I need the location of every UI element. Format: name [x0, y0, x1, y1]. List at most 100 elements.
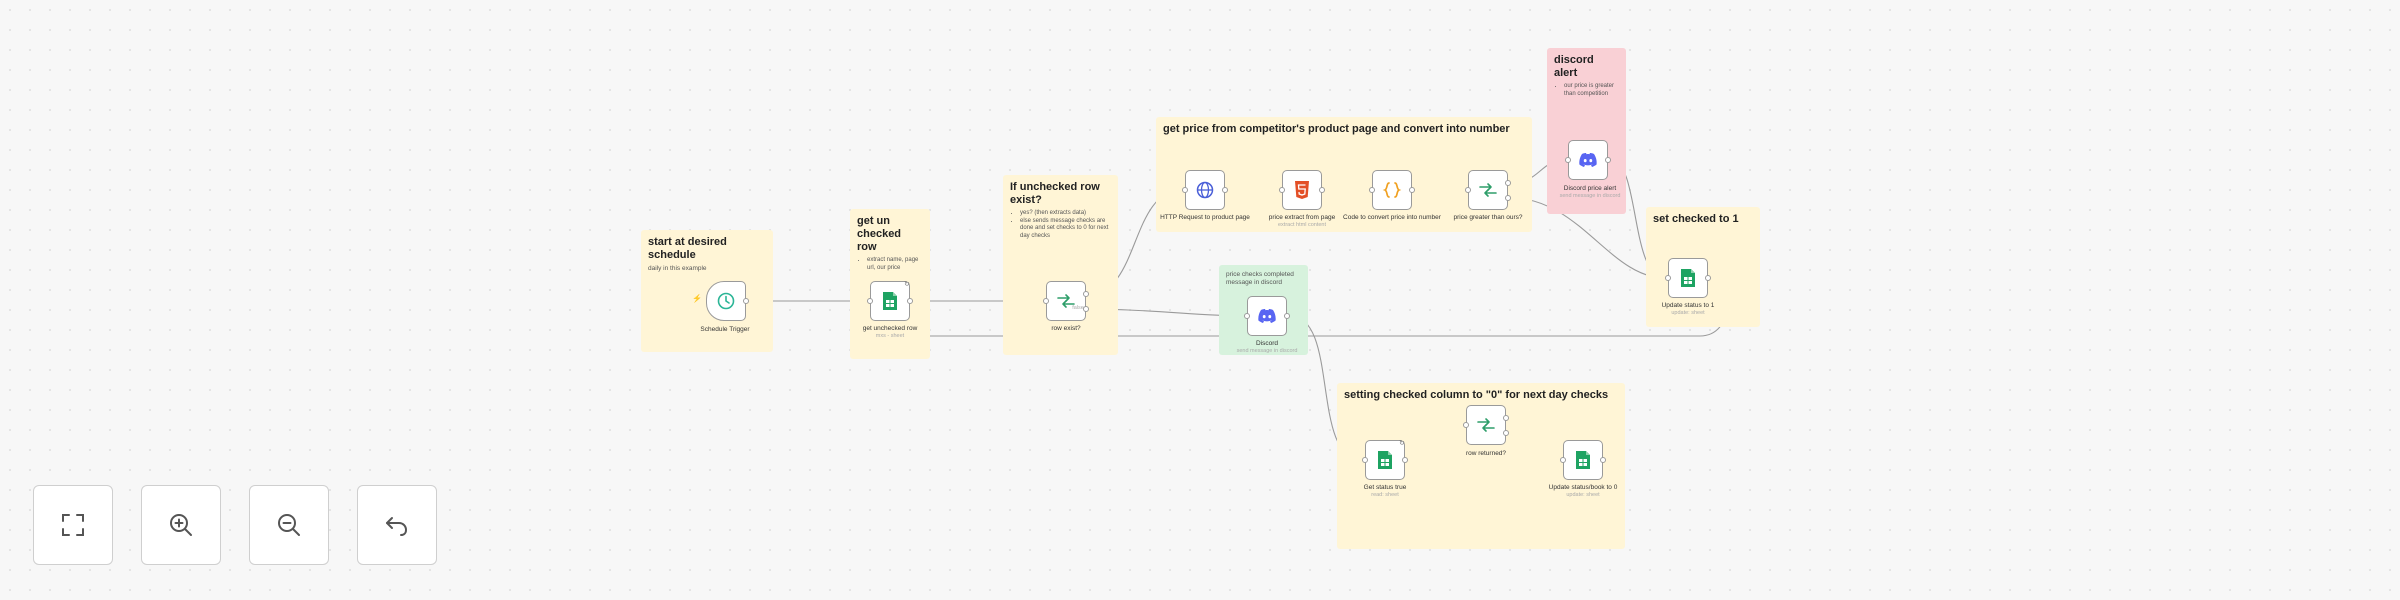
- node-label: row returned?: [1465, 450, 1507, 457]
- node-schedule-trigger[interactable]: [706, 281, 749, 321]
- input-port[interactable]: [1565, 157, 1571, 163]
- reset-zoom-button[interactable]: [357, 485, 437, 565]
- false-output-port[interactable]: [1503, 430, 1509, 436]
- code-braces-icon: [1382, 182, 1402, 198]
- output-port[interactable]: [1600, 457, 1606, 463]
- sticky-bullet: else sends message checks are done and s…: [1020, 218, 1111, 241]
- google-sheets-icon: [883, 292, 897, 310]
- true-output-port[interactable]: [1505, 180, 1511, 186]
- node-row-returned[interactable]: [1463, 405, 1509, 445]
- output-port[interactable]: [1319, 187, 1325, 193]
- google-sheets-icon: [1378, 451, 1392, 469]
- sticky-subtitle: price checks completed message in discor…: [1226, 271, 1294, 286]
- input-port[interactable]: [1465, 187, 1471, 193]
- globe-icon: [1196, 181, 1214, 199]
- input-port[interactable]: [1362, 457, 1368, 463]
- input-port[interactable]: [1665, 275, 1671, 281]
- clock-icon: [717, 292, 735, 310]
- trigger-marker-icon: ⚡: [692, 294, 702, 303]
- output-port[interactable]: [1605, 157, 1611, 163]
- sticky-bullets: our price is greater than competition: [1554, 83, 1619, 98]
- output-port[interactable]: [1409, 187, 1415, 193]
- node-subtitle: send message in discord: [1559, 193, 1621, 199]
- sticky-bullet: yes? (then extracts data): [1020, 210, 1111, 218]
- node-row-exist[interactable]: [1043, 281, 1089, 321]
- node-label: price greater than ours?: [1453, 214, 1523, 221]
- zoom-in-icon: [170, 514, 192, 536]
- node-update-zero[interactable]: [1560, 440, 1606, 480]
- node-price-greater[interactable]: [1465, 170, 1511, 210]
- false-output-port[interactable]: [1083, 306, 1089, 312]
- zoom-out-icon: [278, 514, 300, 536]
- sticky-title: setting checked column to "0" for next d…: [1344, 389, 1609, 401]
- node-subtitle: send message in discord: [1236, 348, 1298, 354]
- sticky-if-unchecked[interactable]: If unchecked row exist? yes? (then extra…: [1003, 175, 1118, 355]
- if-branch-icon: [1479, 183, 1497, 197]
- output-port[interactable]: [1705, 275, 1711, 281]
- html-icon: [1295, 181, 1309, 199]
- node-subtitle: mxs - sheet: [875, 333, 905, 339]
- input-port[interactable]: [1279, 187, 1285, 193]
- input-port[interactable]: [1369, 187, 1375, 193]
- sticky-discord-alert[interactable]: discord alert our price is greater than …: [1547, 48, 1626, 214]
- sync-icon: ↻: [1399, 440, 1405, 447]
- output-port[interactable]: [1222, 187, 1228, 193]
- node-get-unchecked-row[interactable]: [867, 281, 913, 321]
- edge-label-false: false: [1072, 305, 1084, 311]
- input-port[interactable]: [1244, 313, 1250, 319]
- node-label: Code to convert price into number: [1343, 214, 1441, 221]
- output-port[interactable]: [743, 298, 749, 304]
- discord-icon: [1579, 153, 1597, 167]
- sticky-bullet: extract name, page url, our price: [867, 257, 923, 272]
- zoom-in-button[interactable]: [141, 485, 221, 565]
- if-branch-icon: [1477, 418, 1495, 432]
- if-branch-icon: [1057, 294, 1075, 308]
- node-http-request[interactable]: [1182, 170, 1228, 210]
- discord-icon: [1258, 309, 1276, 323]
- sticky-bullet: our price is greater than competition: [1564, 83, 1619, 98]
- zoom-out-button[interactable]: [249, 485, 329, 565]
- node-label: HTTP Request to product page: [1160, 214, 1250, 221]
- node-price-extract[interactable]: [1279, 170, 1325, 210]
- node-label: get unchecked row: [862, 325, 918, 332]
- node-subtitle: read: sheet: [1371, 492, 1399, 498]
- node-label: Update status/book to 0: [1548, 484, 1618, 491]
- google-sheets-icon: [1576, 451, 1590, 469]
- google-sheets-icon: [1681, 269, 1695, 287]
- output-port[interactable]: [1284, 313, 1290, 319]
- node-get-rows[interactable]: [1362, 440, 1408, 480]
- sticky-bullets: yes? (then extracts data) else sends mes…: [1010, 210, 1111, 240]
- false-output-port[interactable]: [1505, 195, 1511, 201]
- sticky-title: start at desired schedule: [648, 236, 727, 261]
- node-subtitle: extract html content: [1278, 222, 1326, 228]
- input-port[interactable]: [1560, 457, 1566, 463]
- node-discord[interactable]: [1244, 296, 1290, 336]
- node-subtitle: update: sheet: [1566, 492, 1600, 498]
- fullscreen-icon: [62, 514, 84, 536]
- node-update-checked[interactable]: [1665, 258, 1711, 298]
- sticky-title: get un checked row: [857, 215, 902, 253]
- node-label: Update status to 1: [1661, 302, 1715, 309]
- sync-icon: ↻: [904, 281, 910, 288]
- input-port[interactable]: [1463, 422, 1469, 428]
- sticky-title: discord alert: [1554, 54, 1594, 79]
- true-output-port[interactable]: [1503, 415, 1509, 421]
- node-label: row exist?: [1051, 325, 1081, 332]
- input-port[interactable]: [867, 298, 873, 304]
- node-discord-price-alert[interactable]: [1565, 140, 1611, 180]
- input-port[interactable]: [1182, 187, 1188, 193]
- output-port[interactable]: [907, 298, 913, 304]
- node-label: price extract from page: [1268, 214, 1336, 221]
- sticky-bullets: extract name, page url, our price: [857, 257, 923, 272]
- fit-view-button[interactable]: [33, 485, 113, 565]
- input-port[interactable]: [1043, 298, 1049, 304]
- node-label: Discord: [1255, 340, 1279, 347]
- true-output-port[interactable]: [1083, 291, 1089, 297]
- output-port[interactable]: [1402, 457, 1408, 463]
- sticky-get-unchecked[interactable]: get un checked row extract name, page ur…: [850, 209, 930, 359]
- node-label: Get status true: [1363, 484, 1407, 491]
- node-code[interactable]: [1369, 170, 1415, 210]
- node-subtitle: update: sheet: [1671, 310, 1705, 316]
- sticky-title: get price from competitor's product page…: [1163, 123, 1510, 135]
